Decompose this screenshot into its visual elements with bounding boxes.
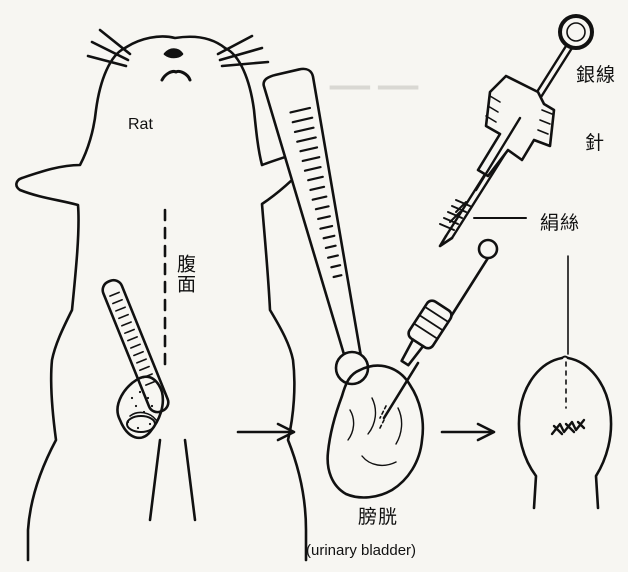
rat-tail-lines bbox=[150, 440, 195, 520]
label-bladder: 膀胱 bbox=[358, 502, 398, 529]
sutured-bladder bbox=[519, 357, 611, 509]
needle-assembly bbox=[440, 16, 592, 354]
rat-drawing bbox=[16, 30, 313, 560]
small-forceps bbox=[100, 278, 171, 415]
label-needle: 針 bbox=[585, 128, 605, 155]
label-rat: Rat bbox=[128, 116, 153, 134]
rat-mouth bbox=[162, 71, 190, 80]
rat-nose bbox=[165, 50, 182, 58]
syringe-plunger-cap bbox=[479, 240, 497, 258]
silver-wire-loop bbox=[560, 16, 592, 48]
label-silk-thread: 絹絲 bbox=[540, 208, 580, 235]
rat-whiskers bbox=[88, 30, 268, 66]
large-forceps bbox=[262, 67, 377, 366]
label-urinary-bladder: (urinary bladder) bbox=[306, 542, 416, 559]
suture-stitch bbox=[552, 420, 584, 434]
rat-head bbox=[125, 36, 225, 48]
large-bladder-texture bbox=[348, 398, 402, 465]
large-bladder bbox=[328, 366, 423, 498]
syringe bbox=[380, 240, 497, 428]
arrow-2 bbox=[442, 424, 494, 440]
label-abdomen: 腹面 bbox=[172, 254, 199, 294]
label-silver-wire: 銀線 bbox=[576, 60, 616, 87]
arrow-1 bbox=[238, 424, 294, 440]
